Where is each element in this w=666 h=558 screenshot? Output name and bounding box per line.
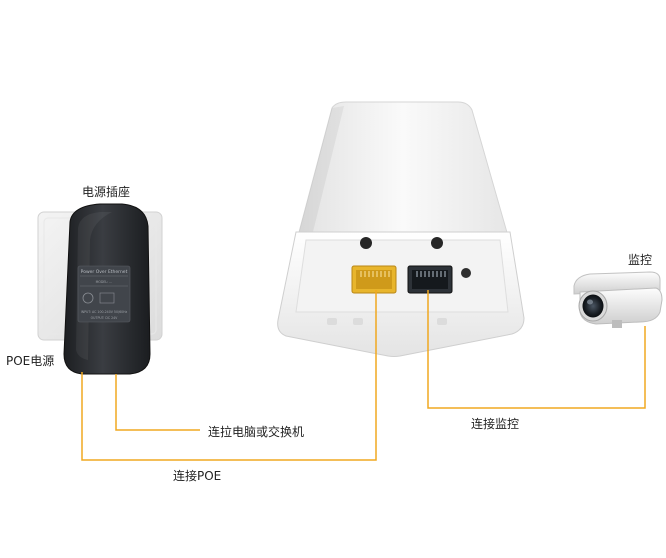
surveillance-camera — [574, 272, 662, 328]
label-connect-poe: 连接POE — [173, 467, 221, 484]
label-connect-monitoring: 连接监控 — [471, 415, 519, 432]
label-poe-power: POE电源 — [6, 352, 54, 369]
device-poe-port — [352, 266, 396, 293]
adapter-label-line3: INPUT: AC 100-240V 50/60Hz — [81, 310, 128, 314]
device-port-cavity — [296, 240, 508, 312]
device-reset-hole — [461, 268, 471, 278]
device-cable-hole-left — [327, 318, 337, 325]
label-monitoring: 监控 — [628, 251, 652, 268]
device-cable-hole-mid — [353, 318, 363, 325]
adapter-label-line2: MODEL: ... — [96, 280, 113, 284]
device-screw-left — [360, 237, 372, 249]
poe-adapter: Power Over Ethernet MODEL: ... INPUT: AC… — [64, 204, 150, 374]
cpe-device — [278, 102, 524, 357]
adapter-label-line4: OUTPUT: DC 24V — [91, 316, 118, 320]
label-connect-pc-switch: 连拉电脑或交换机 — [208, 423, 304, 440]
adapter-label-line1: Power Over Ethernet — [81, 269, 128, 275]
label-power-outlet: 电源插座 — [82, 183, 130, 200]
camera-mount — [612, 320, 622, 328]
device-cable-hole-right — [437, 318, 447, 325]
camera-lens — [583, 295, 604, 318]
device-lan-port — [408, 266, 452, 293]
device-screw-right — [431, 237, 443, 249]
cable-poe-to-pc-switch — [116, 374, 200, 430]
